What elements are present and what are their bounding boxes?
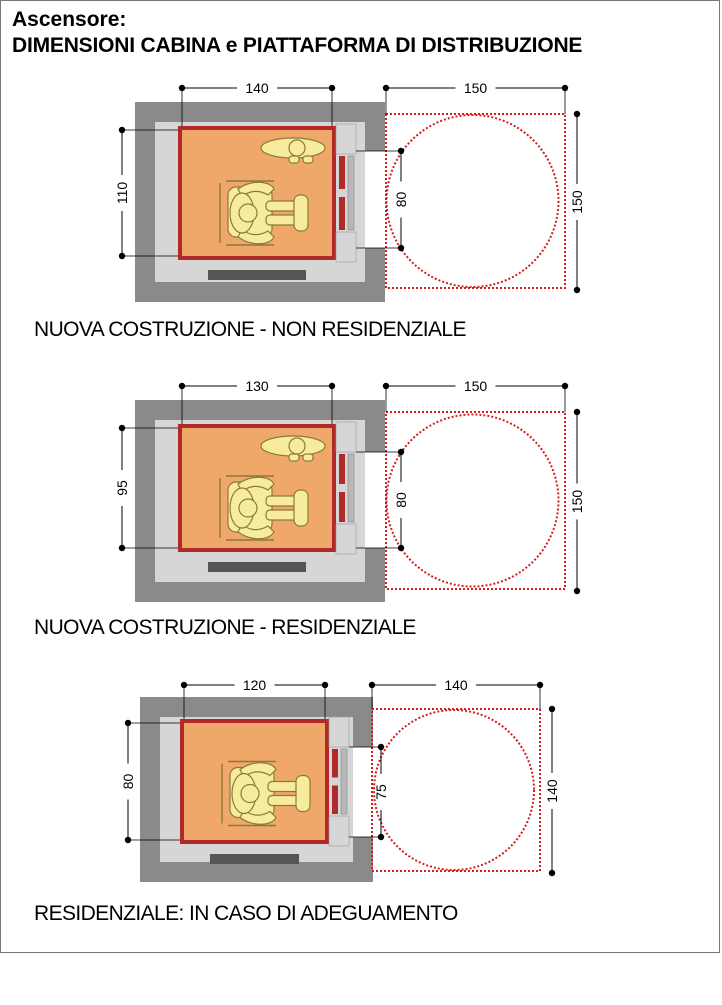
dimension-label: 130 <box>245 378 269 394</box>
platform-outline <box>385 411 566 590</box>
dimension-end-dot <box>397 147 405 155</box>
sliding-door <box>332 749 338 778</box>
threshold-bar <box>208 562 306 572</box>
dimension-end-dot <box>118 252 126 260</box>
dimension-end-dot <box>328 382 336 390</box>
head <box>238 498 258 518</box>
dimension-end-dot <box>118 544 126 552</box>
wheelchair-user-icon <box>221 760 311 827</box>
threshold-bar <box>210 854 299 864</box>
diagram-1-caption: NUOVA COSTRUZIONE - NON RESIDENZIALE <box>34 318 467 341</box>
dimension-end-dot <box>573 286 581 294</box>
door-frame <box>347 453 355 523</box>
dimension-end-dot <box>573 587 581 595</box>
dimension-end-dot <box>328 84 336 92</box>
dimension-end-dot <box>124 719 132 727</box>
page-frame <box>0 0 720 953</box>
sliding-door <box>339 454 345 484</box>
elevator-diagram-2: 130 150 95 80 150 <box>114 378 585 602</box>
door-frame <box>347 155 355 231</box>
dimension-end-dot <box>180 681 188 689</box>
foot <box>288 155 300 164</box>
dimension-end-dot <box>573 110 581 118</box>
dimension-end-dot <box>178 382 186 390</box>
dimension-label: 150 <box>464 80 488 96</box>
sliding-door <box>339 197 345 230</box>
head <box>238 203 258 223</box>
diagram-2-caption: NUOVA COSTRUZIONE - RESIDENZIALE <box>34 616 416 639</box>
door-jamb <box>335 231 357 263</box>
dimension-label: 150 <box>569 190 585 214</box>
head <box>288 437 306 455</box>
page-subtitle: DIMENSIONI CABINA e PIATTAFORMA DI DISTR… <box>12 34 583 57</box>
dimension-end-dot <box>548 869 556 877</box>
platform-outline <box>371 708 541 872</box>
turning-circle <box>385 114 560 288</box>
head <box>240 783 260 804</box>
sliding-door <box>332 785 338 814</box>
door-jamb <box>335 123 357 155</box>
door-jamb <box>335 523 357 555</box>
dimension-end-dot <box>321 681 329 689</box>
elevator-diagram-1: 140 150 110 80 150 <box>114 80 585 302</box>
standing-person-icon <box>260 435 326 462</box>
dimension-end-dot <box>561 382 569 390</box>
dimension-label: 140 <box>544 779 560 803</box>
sliding-door <box>339 156 345 189</box>
dimension-end-dot <box>377 833 385 841</box>
dimension-end-dot <box>368 681 376 689</box>
dimension-label: 80 <box>120 774 136 790</box>
dimension-end-dot <box>397 448 405 456</box>
landing-opening <box>353 747 373 837</box>
sliding-door <box>339 492 345 522</box>
dimension-end-dot <box>377 743 385 751</box>
dimension-label: 120 <box>243 677 267 693</box>
dimension-end-dot <box>548 705 556 713</box>
dimension-label: 75 <box>373 784 389 800</box>
turning-circle <box>373 709 535 871</box>
landing-opening <box>365 452 385 548</box>
dimension-label: 80 <box>393 492 409 508</box>
dimension-label: 140 <box>444 677 468 693</box>
landing-opening <box>365 151 385 248</box>
diagram-3-caption: RESIDENZIALE: IN CASO DI ADEGUAMENTO <box>34 902 458 925</box>
foot <box>302 453 314 462</box>
dimension-end-dot <box>397 544 405 552</box>
head <box>288 139 306 157</box>
dimension-label: 150 <box>464 378 488 394</box>
dimension-end-dot <box>178 84 186 92</box>
feet <box>295 774 311 813</box>
platform-outline <box>385 113 566 289</box>
door-jamb <box>335 421 357 453</box>
dimension-end-dot <box>382 382 390 390</box>
dimension-end-dot <box>124 836 132 844</box>
dimension-label: 80 <box>393 192 409 208</box>
foot <box>302 155 314 164</box>
turning-circle <box>385 413 560 588</box>
feet <box>293 489 309 527</box>
wheelchair-user-icon <box>219 180 309 246</box>
dimension-end-dot <box>561 84 569 92</box>
dimension-end-dot <box>397 244 405 252</box>
dimension-end-dot <box>118 126 126 134</box>
wheelchair-user-icon <box>219 475 309 541</box>
threshold-bar <box>208 270 306 280</box>
elevator-diagram-3: 120 140 80 75 140 <box>120 677 560 882</box>
dimension-label: 110 <box>114 182 130 205</box>
dimension-end-dot <box>382 84 390 92</box>
foot <box>288 453 300 462</box>
page-title: Ascensore: <box>12 8 127 31</box>
door-jamb <box>328 815 350 847</box>
door-jamb <box>328 716 350 748</box>
door-frame <box>340 748 348 815</box>
dimension-end-dot <box>536 681 544 689</box>
dimension-end-dot <box>573 408 581 416</box>
dimension-label: 150 <box>569 490 585 514</box>
dimension-end-dot <box>118 424 126 432</box>
feet <box>293 194 309 232</box>
standing-person-icon <box>260 137 326 164</box>
dimension-label: 140 <box>245 80 269 96</box>
dimension-label: 95 <box>114 480 130 496</box>
